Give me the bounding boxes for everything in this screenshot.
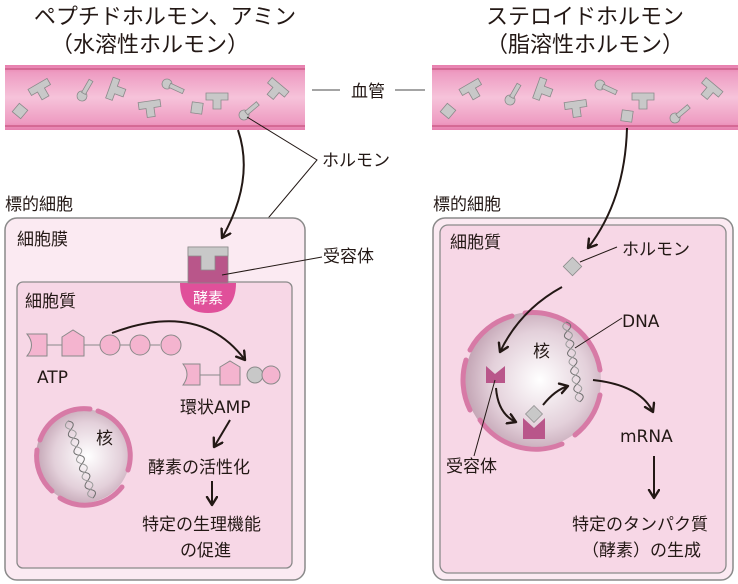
right-receptor-label: 受容体	[446, 457, 497, 477]
hormone-to-nucleus-arrow	[500, 286, 563, 352]
left-title-line2: （水溶性ホルモン）	[51, 33, 249, 58]
right-title-line2: （脂溶性ホルモン）	[486, 33, 684, 58]
hormone-entry-arrow	[588, 127, 628, 248]
camp-label: 環状AMP	[180, 398, 251, 418]
atp-molecule	[25, 329, 182, 357]
complex-to-dna-arrow	[542, 386, 568, 406]
function-promotion-line2: の促進	[180, 541, 231, 561]
blood-vessel-left	[5, 65, 305, 130]
function-promotion-line1: 特定の生理機能	[142, 515, 261, 535]
membrane-receptor	[187, 246, 229, 284]
camp-molecule	[181, 360, 281, 386]
right-title-line1: ステロイドホルモン	[486, 5, 684, 30]
protein-synthesis-line2: （酵素）の生成	[582, 541, 701, 561]
atp-label: ATP	[37, 368, 68, 388]
mrna-label: mRNA	[620, 427, 673, 447]
blood-vessel-label: 血管	[351, 82, 385, 102]
blood-vessel-right	[432, 65, 738, 130]
enzyme-shape	[180, 283, 236, 313]
enzyme-label: 酵素	[193, 289, 223, 307]
left-nucleus-label: 核	[96, 429, 113, 449]
steroid-hormone-molecule	[562, 256, 583, 277]
left-cytoplasm-label: 細胞質	[25, 292, 76, 312]
hormone-receptor-complex	[523, 405, 545, 439]
hormone-label: ホルモン	[322, 151, 390, 171]
right-hormone-label: ホルモン	[622, 240, 690, 260]
enzyme-activation-label: 酵素の活性化	[148, 458, 250, 478]
atp-to-camp-arrow	[111, 320, 245, 360]
hormone-to-receptor-arrow	[222, 129, 245, 238]
right-target-cell-label: 標的細胞	[433, 195, 501, 215]
cell-membrane-label: 細胞膜	[17, 230, 68, 250]
right-cytoplasm-label: 細胞質	[450, 233, 501, 253]
nuclear-receptor-empty	[486, 366, 505, 383]
protein-synthesis-line1: 特定のタンパク質	[572, 515, 708, 535]
camp-to-enzyme-arrow	[214, 419, 231, 447]
right-nucleus-label: 核	[533, 342, 550, 362]
dna-label: DNA	[622, 312, 660, 332]
left-nucleus	[34, 406, 133, 508]
receptor-binding-arrow	[495, 387, 516, 422]
receptor-label-left: 受容体	[323, 247, 374, 267]
left-target-cell-label: 標的細胞	[5, 195, 73, 215]
dna-to-mrna-arrow	[592, 379, 653, 412]
left-title-line1: ペプチドホルモン、アミン	[34, 5, 296, 30]
